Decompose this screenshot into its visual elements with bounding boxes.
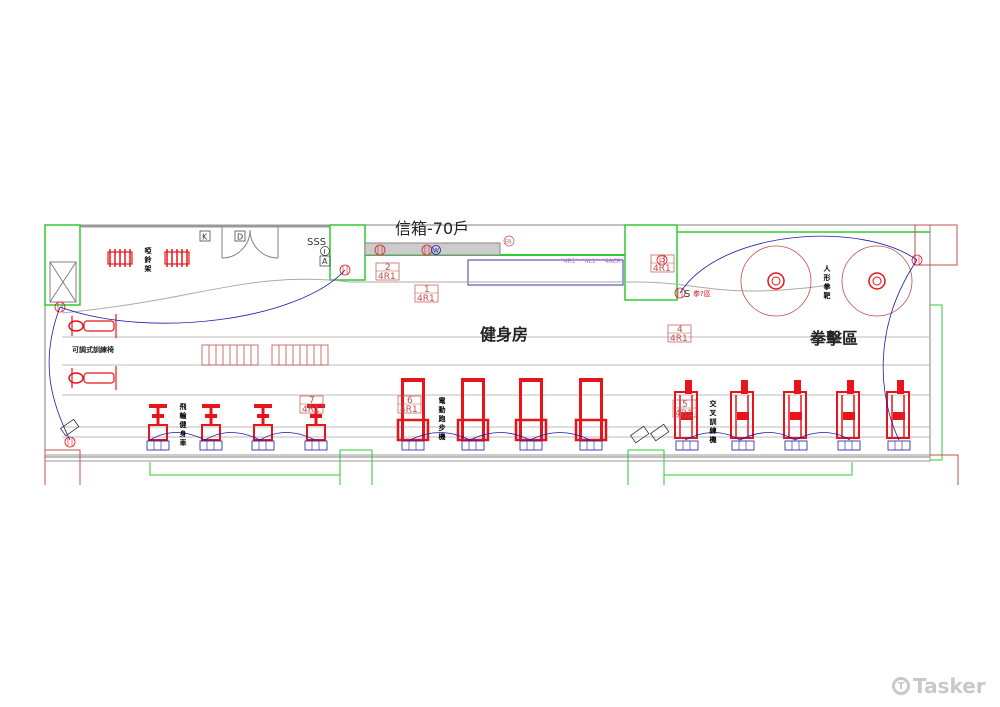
circuit-number: 3 [660,255,666,265]
outlet-icon [421,244,433,256]
cross-trainer [836,380,861,451]
cross-trainer [783,380,808,451]
spin-bike [251,404,275,451]
spin-bike [304,404,328,451]
outlet-icon [64,436,76,448]
punching-dummy [841,245,913,317]
symbol-er: ER [503,235,515,247]
spin-bike-label: 飛輪健身車 [179,403,188,448]
treadmill-label: 電動跑步機 [438,396,446,442]
punching-dummy-label: 人形拳靶 [823,264,832,301]
cross-trainer [674,380,699,451]
dumbbell-rack [107,249,133,267]
circuit-code: 4R1 [417,294,435,304]
symbol-sss: SSS [307,237,326,248]
circuit-number: 2 [385,263,391,273]
watermark-text: Tasker [913,674,986,698]
circuit-code: 4R1 [675,409,693,419]
symbol-k: K [199,230,211,242]
treadmill [396,378,430,451]
watermark: T Tasker [892,674,986,698]
spin-bike [199,404,223,451]
camera-icon [630,425,650,444]
spin-bike [146,404,170,451]
panel-code-0: "4R1" [561,258,579,265]
wiring [48,235,918,441]
svg-text:K: K [202,233,208,242]
cross-trainer [730,380,755,451]
svg-text:ER: ER [505,240,512,246]
symbol-w: W [431,245,441,255]
outlet-icon [374,244,386,256]
camera-icon [650,423,670,442]
equipment-layer [54,244,923,451]
boxing-area-label: 拳擊區 [809,329,858,348]
symbol-a: A [319,255,331,267]
panel-code-2: "4ACR" [602,258,624,265]
dumbbell-rack [164,249,190,267]
adjustable-bench-label: 可調式訓練椅 [72,345,114,354]
camera-icon [60,418,80,437]
circuit-code: 4R1 [302,405,320,415]
boxing-outlet-label: 拳?區 [693,289,711,298]
circuit-code: 4R1 [400,405,418,415]
treadmill [574,378,608,451]
svg-text:A: A [322,257,328,266]
circuit-number: 1 [424,285,430,295]
tasker-logo-icon: T [892,677,910,695]
symbol-i: I [320,246,330,256]
adjustable-bench [68,366,117,390]
circuit-code: 4R1 [670,334,688,344]
symbol-d: D [234,230,246,242]
circuit-code: 4R1 [653,264,671,274]
outlet-icon [54,301,66,313]
circuit-number: 5 [682,400,688,410]
cross-trainer-label: 交叉訓練機 [709,399,718,445]
mailbox-label: 信箱-70戶 [395,219,469,238]
svg-text:I: I [324,248,326,256]
treadmill [514,378,548,451]
svg-text:D: D [237,233,243,242]
weight-plate-rack [201,344,259,366]
svg-text:W: W [433,248,439,255]
treadmill [456,378,490,451]
circuit-code: 4R1 [378,272,396,282]
circuit-number: 7 [309,396,315,406]
gym-label: 健身房 [480,325,528,344]
adjustable-bench [68,314,117,338]
panel-code-1: "4L1" [582,258,599,265]
symbol-s: S [684,289,690,300]
dumbbell-rack-label: 啞鈴架 [144,246,153,274]
weight-plate-rack [271,344,329,366]
circuit-number: 6 [407,396,413,406]
punching-dummy [740,245,812,317]
circuit-number: 4 [677,325,683,335]
